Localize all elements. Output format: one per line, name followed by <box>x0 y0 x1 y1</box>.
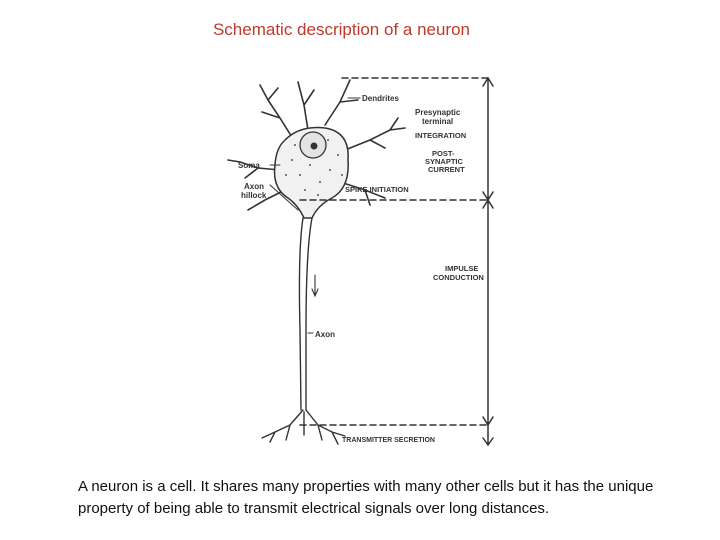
axon-terminals <box>261 409 346 445</box>
cytoplasm-dots <box>285 139 343 196</box>
integration-label: INTEGRATION <box>415 131 466 140</box>
axon-label: Axon <box>315 330 335 339</box>
zone-brackets <box>482 76 494 447</box>
axon-direction-arrow <box>311 274 319 298</box>
axon-hillock-label-line1: Axon <box>244 182 264 191</box>
slide-title: Schematic description of a neuron <box>212 20 471 39</box>
spike-initiation-label: SPIKE INITIATION <box>345 185 409 194</box>
post-synaptic-label-line1: POST- <box>432 149 455 158</box>
post-synaptic-label-line2: SYNAPTIC <box>425 157 464 166</box>
slide-caption: A neuron is a cell. It shares many prope… <box>78 478 654 517</box>
presynaptic-label-line1: Presynaptic <box>415 108 461 117</box>
post-synaptic-label-line3: CURRENT <box>428 165 465 174</box>
axon-hillock-label-line2: hillock <box>241 191 267 200</box>
impulse-label-line2: CONDUCTION <box>433 273 484 282</box>
neuron-diagram: Dendrites Presynaptic terminal Soma Axon… <box>227 76 494 447</box>
transmitter-secretion-label: TRANSMITTER SECRETION <box>342 437 435 444</box>
dendrites-label: Dendrites <box>362 94 399 103</box>
soma <box>273 126 349 219</box>
impulse-label-line1: IMPULSE <box>445 264 478 273</box>
leader-lines <box>269 97 361 334</box>
zone-lines <box>299 77 489 426</box>
axon <box>298 217 304 411</box>
presynaptic-label-line2: terminal <box>422 117 453 126</box>
dendrites <box>227 79 406 211</box>
soma-label: Soma <box>238 161 260 170</box>
